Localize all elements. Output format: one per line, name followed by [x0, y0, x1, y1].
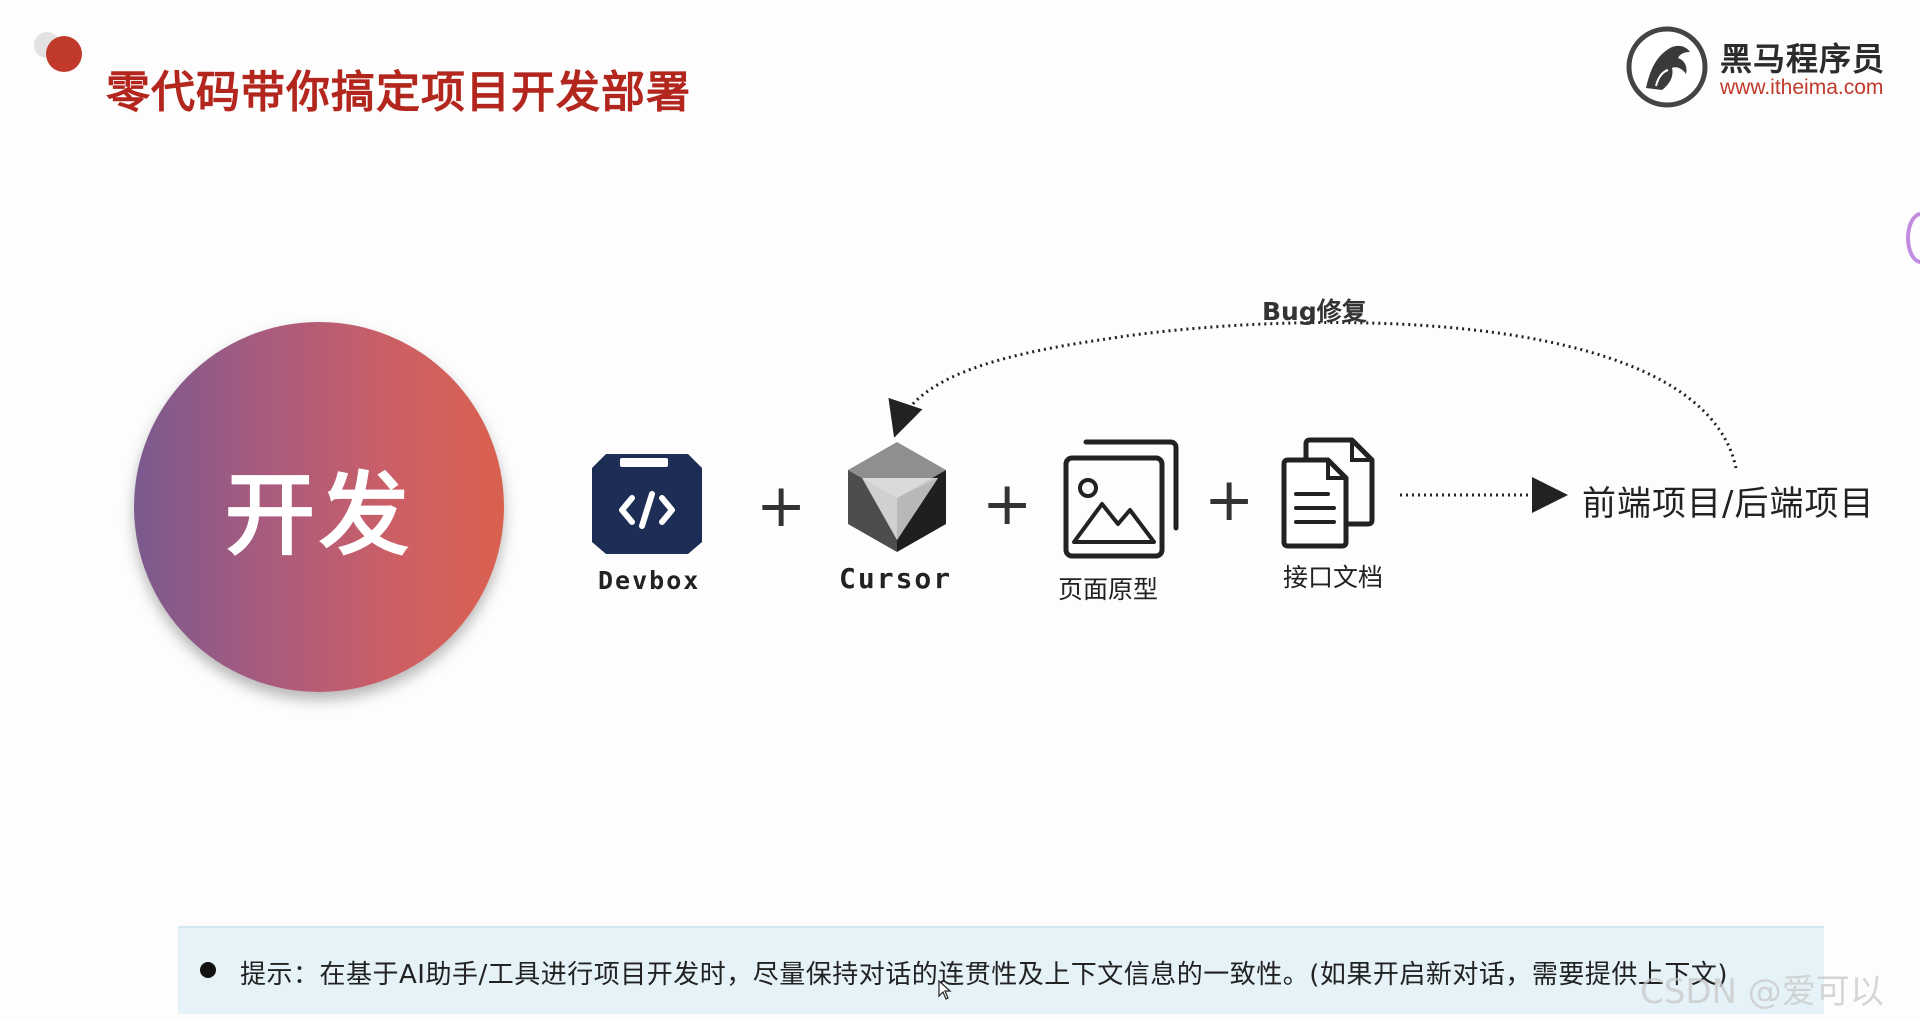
development-circle-label: 开发	[225, 463, 413, 568]
horse-logo-icon	[1626, 26, 1708, 108]
brand-url: www.itheima.com	[1720, 76, 1884, 99]
plus-operator-1: +	[756, 471, 807, 541]
api-doc-label: 接口文档	[1283, 563, 1384, 592]
plus-operator-2: +	[982, 469, 1033, 539]
brand-logo: 黑马程序员 www.itheima.com	[1626, 26, 1906, 110]
plus-operator-3: +	[1204, 465, 1255, 535]
brand-name: 黑马程序员	[1720, 40, 1886, 78]
workflow-item-cursor: Cursor	[838, 438, 958, 595]
development-circle: 开发	[134, 322, 504, 692]
devbox-label: Devbox	[598, 566, 701, 595]
workflow-item-devbox: Devbox	[590, 444, 706, 595]
side-floating-button[interactable]	[1906, 212, 1920, 264]
output-project-label: 前端项目/后端项目	[1582, 484, 1875, 524]
documents-icon	[1281, 437, 1375, 549]
tip-bar: 提示：在基于AI助手/工具进行项目开发时，尽量保持对话的连贯性及上下文信息的一致…	[178, 926, 1824, 1014]
image-gallery-icon	[1063, 439, 1179, 559]
mouse-pointer-icon	[938, 980, 952, 1000]
bug-fix-label: Bug修复	[1262, 297, 1367, 326]
cursor-logo-icon	[848, 442, 946, 552]
slide-title: 零代码带你搞定项目开发部署	[106, 67, 691, 118]
bullet-icon	[200, 962, 216, 978]
tip-text: 提示：在基于AI助手/工具进行项目开发时，尽量保持对话的连贯性及上下文信息的一致…	[240, 960, 1729, 990]
workflow-item-page-prototype: 页面原型	[1056, 436, 1186, 606]
watermark: CSDN @爱可以	[1640, 972, 1884, 1012]
cursor-label: Cursor	[839, 562, 953, 595]
decorative-dot-red	[46, 36, 82, 72]
workflow-item-api-doc: 接口文档	[1280, 436, 1410, 596]
page-prototype-label: 页面原型	[1058, 575, 1159, 604]
devbox-icon	[592, 454, 702, 554]
